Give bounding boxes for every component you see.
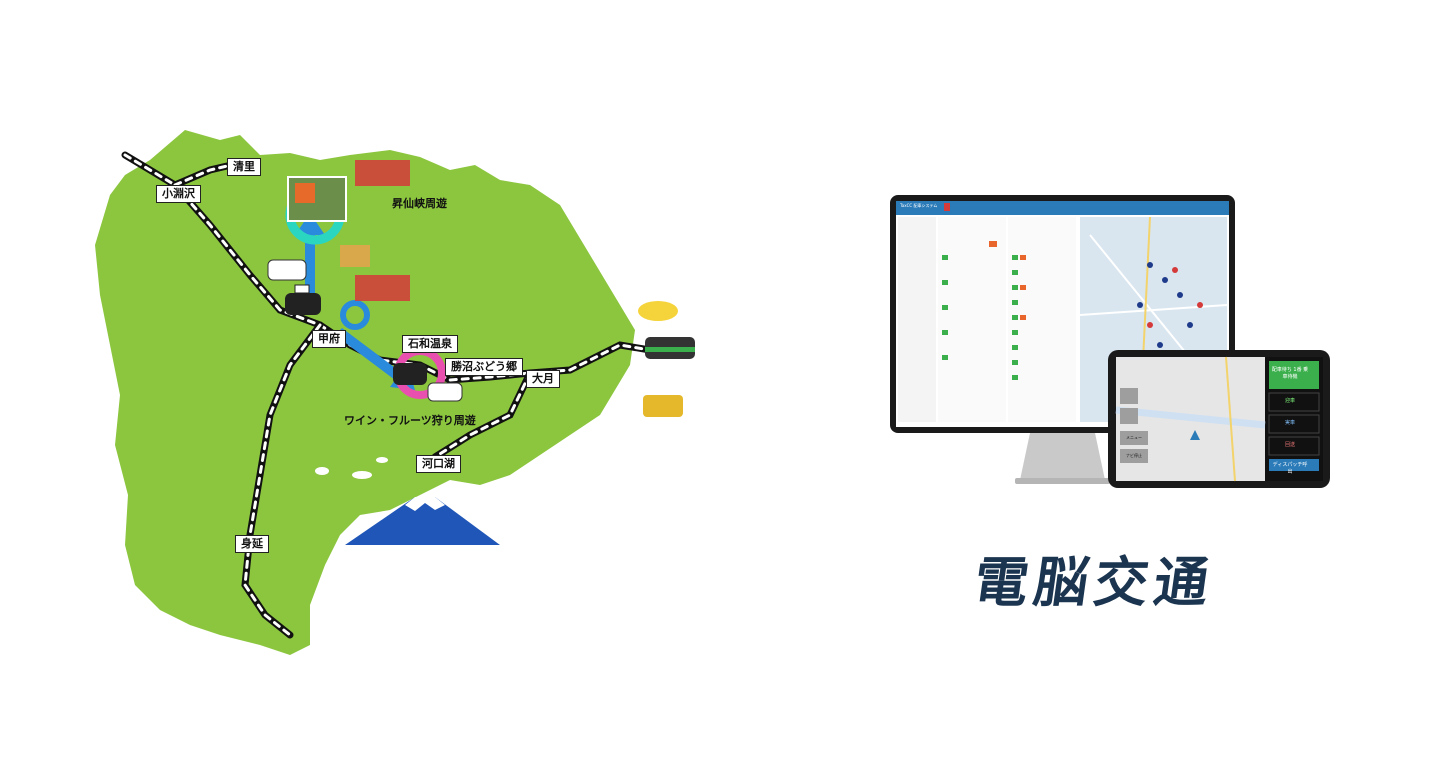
area-shosenkyo: 昇仙峡周遊: [392, 197, 447, 210]
tablet-button-occupied[interactable]: 実車: [1284, 420, 1295, 426]
station-minobu: 身延: [235, 535, 269, 553]
monitor-app-title: TaxCC 配車システム: [900, 203, 938, 208]
station-isawa-onsen: 石和温泉: [402, 335, 458, 353]
tablet-navi-stop-button[interactable]: ナビ停止: [1126, 453, 1142, 458]
tablet-button-forward[interactable]: 回送: [1284, 442, 1295, 448]
station-kofu: 甲府: [312, 330, 346, 348]
monitor-and-tablet: [890, 195, 1330, 488]
station-kiyosato: 清里: [227, 158, 261, 176]
brand-logo: 電脳交通: [969, 551, 1219, 614]
station-katsunuma: 勝沼ぶどう郷: [445, 358, 523, 376]
tablet-button-pickup[interactable]: 迎車: [1284, 398, 1295, 404]
tablet-status: 配車待ち 1番 乗車待機: [1271, 367, 1309, 380]
tablet-dispatch-button[interactable]: ディスパッチ呼出: [1272, 462, 1308, 475]
station-kawaguchiko: 河口湖: [416, 455, 461, 473]
tablet-menu-button[interactable]: メニュー: [1126, 435, 1142, 440]
area-wine-fruit: ワイン・フルーツ狩り周遊: [344, 414, 476, 427]
station-otsuki: 大月: [526, 370, 560, 388]
station-kobuchizawa: 小淵沢: [156, 185, 201, 203]
yamanashi-map: 清里 小淵沢 甲府 石和温泉 勝沼ぶどう郷 大月 河口湖 身延 昇仙峡周遊 ワイ…: [90, 115, 710, 660]
devices-illustration: TaxCC 配車システム 配車待ち 1番 乗車待機 迎車 実車 回送 ディスパッ…: [890, 195, 1330, 490]
